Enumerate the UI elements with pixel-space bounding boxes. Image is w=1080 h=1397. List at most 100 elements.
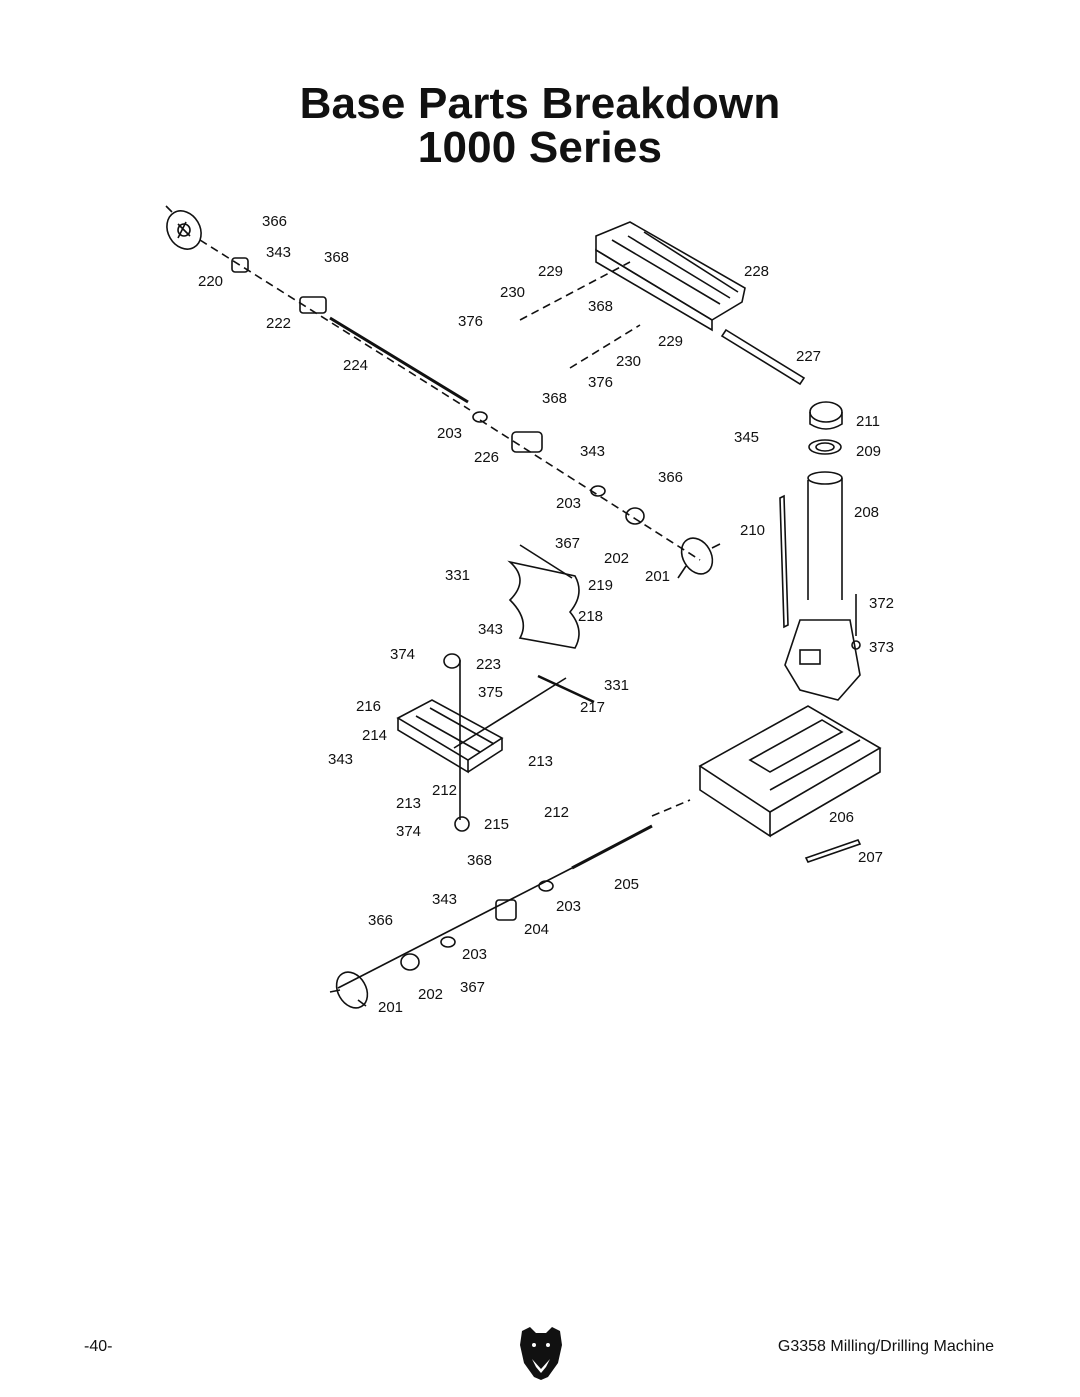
callout: 343	[478, 621, 503, 638]
callout: 345	[734, 429, 759, 446]
callout: 367	[555, 535, 580, 552]
collar-202-lower	[400, 953, 420, 971]
callout: 368	[467, 852, 492, 869]
callout: 212	[544, 804, 569, 821]
base-206	[698, 705, 882, 838]
page-number: -40-	[84, 1338, 113, 1355]
saddle-216	[396, 699, 504, 774]
callout: 202	[604, 550, 629, 567]
nut-223	[443, 653, 461, 669]
callout: 210	[740, 522, 765, 539]
callout: 368	[542, 390, 567, 407]
callout: 331	[445, 567, 470, 584]
callout: 202	[418, 986, 443, 1003]
callout: 374	[390, 646, 415, 663]
callout: 230	[616, 353, 641, 370]
callout: 208	[854, 504, 879, 521]
table-228	[595, 221, 746, 332]
ring-209	[808, 439, 842, 455]
callout: 216	[356, 698, 381, 715]
callout: 343	[328, 751, 353, 768]
column-base	[784, 619, 861, 701]
callout: 218	[578, 608, 603, 625]
callout: 366	[262, 213, 287, 230]
leadscrew-upper	[329, 316, 469, 404]
handwheel-upper	[165, 205, 202, 250]
rod-219	[519, 544, 573, 579]
callout: 343	[432, 891, 457, 908]
callout: 203	[556, 495, 581, 512]
callout: 226	[474, 449, 499, 466]
callout: 205	[614, 876, 639, 893]
gib-227	[720, 328, 806, 386]
callout: 343	[266, 244, 291, 261]
callout: 367	[460, 979, 485, 996]
cover-218	[507, 560, 580, 649]
bearing-203-b	[590, 485, 606, 497]
column-208	[807, 401, 843, 600]
cap-211	[809, 412, 843, 430]
handwheel-lower	[329, 971, 369, 1009]
callout: 217	[580, 699, 605, 716]
rack-210	[779, 494, 789, 629]
nut-373	[851, 640, 861, 650]
gib-207	[804, 839, 862, 863]
callout: 223	[476, 656, 501, 673]
callout: 372	[869, 595, 894, 612]
callout: 220	[198, 273, 223, 290]
bear-head-icon	[520, 1327, 562, 1380]
callout: 366	[368, 912, 393, 929]
callout: 203	[556, 898, 581, 915]
callout: 213	[396, 795, 421, 812]
callout: 366	[658, 469, 683, 486]
callout: 213	[528, 753, 553, 770]
callout: 209	[856, 443, 881, 460]
bearing-203-c	[538, 880, 554, 892]
callout: 204	[524, 921, 549, 938]
callout: 203	[462, 946, 487, 963]
callout: 230	[500, 284, 525, 301]
leadscrew-lower	[571, 824, 653, 870]
bearing-203-a	[472, 411, 488, 423]
screw-217	[537, 674, 595, 704]
callout: 201	[378, 999, 403, 1016]
callout: 219	[588, 577, 613, 594]
callout: 203	[437, 425, 462, 442]
handwheel-right	[677, 537, 721, 579]
callout: 224	[343, 357, 368, 374]
page-subtitle: 1000 Series	[417, 123, 663, 172]
nut-215	[454, 816, 470, 832]
callout: 211	[856, 413, 880, 430]
callout: 214	[362, 727, 387, 744]
callout: 206	[829, 809, 854, 826]
callout: 227	[796, 348, 821, 365]
callout-labels: 366 343 368 220 222 224 229 228 230 368 …	[198, 213, 894, 1016]
collar-220	[231, 257, 249, 273]
callout: 222	[266, 315, 291, 332]
callout: 373	[869, 639, 894, 656]
bracket-226	[511, 431, 543, 453]
callout: 207	[858, 849, 883, 866]
collar-202-upper	[625, 507, 645, 525]
callout: 212	[432, 782, 457, 799]
callout: 376	[458, 313, 483, 330]
callout: 376	[588, 374, 613, 391]
callout: 229	[658, 333, 683, 350]
callout: 368	[588, 298, 613, 315]
callout: 331	[604, 677, 629, 694]
callout: 374	[396, 823, 421, 840]
bracket-204	[495, 899, 517, 921]
shaft-leader-upper	[199, 239, 471, 411]
callout: 375	[478, 684, 503, 701]
callout: 201	[645, 568, 670, 585]
page-title: Base Parts Breakdown	[299, 79, 781, 128]
callout: 229	[538, 263, 563, 280]
bracket-222	[299, 296, 327, 314]
bearing-203-d	[440, 936, 456, 948]
callout: 215	[484, 816, 509, 833]
callout: 368	[324, 249, 349, 266]
callout: 343	[580, 443, 605, 460]
machine-name: G3358 Milling/Drilling Machine	[777, 1338, 994, 1355]
callout: 228	[744, 263, 769, 280]
